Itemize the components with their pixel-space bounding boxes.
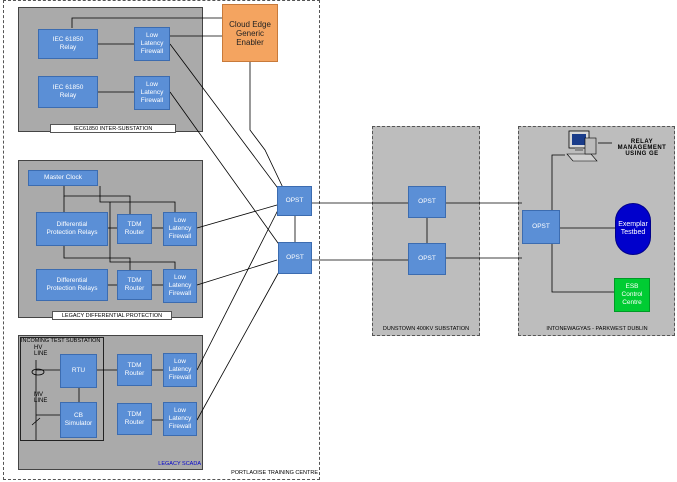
master-clock[interactable]: Master Clock	[28, 170, 98, 186]
low-latency-firewall-1[interactable]: Low Latency Firewall	[134, 27, 170, 61]
low-latency-firewall-6[interactable]: Low Latency Firewall	[163, 402, 197, 436]
exemplar-testbed[interactable]: Exemplar Testbed	[615, 203, 651, 255]
tdm-router-1[interactable]: TDM Router	[117, 214, 152, 244]
tdm-router-3[interactable]: TDM Router	[117, 354, 152, 386]
opst-portlaoise-1[interactable]: OPST	[277, 186, 312, 216]
iec61850-relay-1[interactable]: IEC 61850 Relay	[38, 29, 98, 59]
tdm-router-4[interactable]: TDM Router	[117, 403, 152, 435]
iec61850-relay-2[interactable]: IEC 61850 Relay	[38, 76, 98, 108]
low-latency-firewall-5[interactable]: Low Latency Firewall	[163, 353, 197, 387]
cloud-edge-enabler[interactable]: Cloud Edge Generic Enabler	[222, 4, 278, 62]
cb-simulator[interactable]: CB Simulator	[60, 402, 97, 438]
low-latency-firewall-2[interactable]: Low Latency Firewall	[134, 76, 170, 110]
opst-dunstown-2[interactable]: OPST	[408, 243, 446, 275]
test-substation-caption: INCOMING TEST SUBSTATION	[21, 338, 101, 344]
opst-dunstown-1[interactable]: OPST	[408, 186, 446, 218]
legacy-diff-caption: LEGACY DIFFERENTIAL PROTECTION	[52, 311, 172, 320]
esb-control-centre[interactable]: ESB Control Centre	[614, 278, 650, 312]
mv-line-label: MV LINE	[34, 392, 48, 404]
computer-icon	[565, 130, 599, 166]
low-latency-firewall-4[interactable]: Low Latency Firewall	[163, 269, 197, 303]
legacy-scada-caption: LEGACY SCADA	[158, 461, 201, 467]
tdm-router-2[interactable]: TDM Router	[117, 270, 152, 300]
inchicore-caption: INTONEWAGYAS - PARKWEST DUBLIN	[546, 326, 648, 332]
diff-protection-relays-2[interactable]: Differential Protection Relays	[36, 269, 108, 301]
opst-portlaoise-2[interactable]: OPST	[278, 242, 312, 274]
iec61850-caption: IEC61850 INTER-SUBSTATION	[50, 124, 176, 133]
dunstown-caption: DUNSTOWN 400KV SUBSTATION	[382, 326, 470, 332]
dunstown-area	[372, 126, 480, 336]
low-latency-firewall-3[interactable]: Low Latency Firewall	[163, 212, 197, 246]
portlaoise-caption: PORTLAOISE TRAINING CENTRE	[231, 470, 318, 476]
opst-inchicore[interactable]: OPST	[522, 210, 560, 244]
iec61850-panel	[18, 7, 203, 132]
relay-management-label: RELAY MANAGEMENT USING GE	[617, 139, 667, 157]
rtu[interactable]: RTU	[60, 354, 97, 388]
diff-protection-relays-1[interactable]: Differential Protection Relays	[36, 212, 108, 246]
hv-line-label: HV LINE	[34, 345, 48, 357]
test-substation-box	[20, 337, 104, 441]
